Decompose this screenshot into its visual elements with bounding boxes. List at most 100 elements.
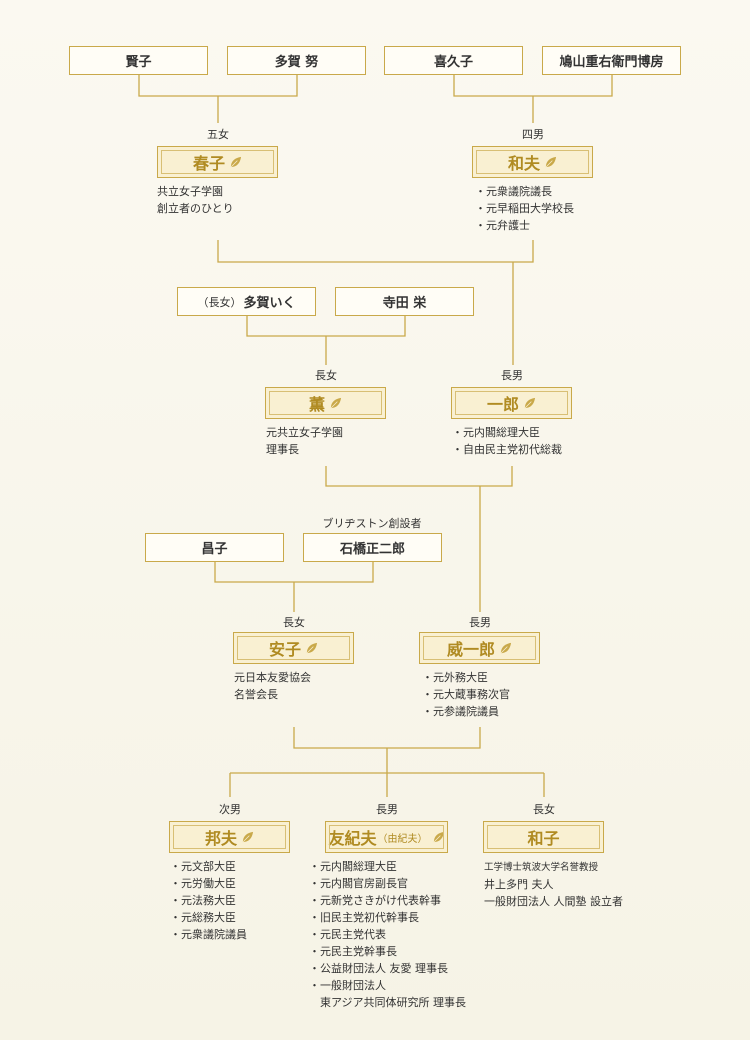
description-line: 井上多門 夫人: [484, 878, 554, 891]
relation-label: 長女: [315, 369, 337, 382]
description-haruko: 共立女子学園 創立者のひとり: [157, 183, 234, 217]
description-yukio: ・元内閣総理大臣 ・元内閣官房副長官 ・元新党さきがけ代表幹事 ・旧民主党初代幹…: [309, 858, 466, 1011]
relation-label: 四男: [522, 128, 544, 141]
description-line: 工学博士筑波大学名誉教授: [484, 862, 599, 873]
name-box-inner-border: [237, 636, 350, 660]
description-line: ・元法務大臣: [170, 894, 236, 907]
name-text: 和子: [527, 829, 560, 848]
relation-label: 長男: [501, 369, 523, 382]
name-box-inner-border: [476, 150, 589, 174]
leaf-icon: [306, 642, 318, 653]
description-iichiro: ・元外務大臣 ・元大蔵事務次官 ・元参議院議員: [422, 669, 510, 720]
description-line: ・元文部大臣: [170, 860, 236, 873]
description-line: ・元民主党代表: [309, 928, 386, 941]
description-line: ・元外務大臣: [422, 671, 488, 684]
connector: [229, 727, 545, 797]
relation-label: 長女: [533, 803, 555, 816]
person-name: 多賀いく: [243, 296, 296, 311]
description-line: ・元衆議院議員: [170, 928, 247, 941]
relation-prefix: （長女）: [197, 295, 242, 309]
name-text: 春子: [192, 154, 225, 173]
name-alias: （由紀夫）: [377, 833, 428, 845]
relation-label: 五女: [207, 128, 229, 141]
description-kunio: ・元文部大臣 ・元労働大臣 ・元法務大臣 ・元総務大臣 ・元衆議院議員: [170, 858, 247, 943]
name-box-yukio: 友紀夫（由紀夫）: [325, 821, 448, 853]
leaf-icon: [500, 642, 512, 653]
person-name: 昌子: [201, 542, 228, 557]
description-kazuo: ・元衆議院議長 ・元早稲田大学校長 ・元弁護士: [475, 183, 574, 234]
connector: [217, 240, 534, 365]
description-line: ・旧民主党初代幹事長: [309, 911, 419, 924]
person-name: 寺田 栄: [382, 296, 427, 311]
description-line: ・元内閣総理大臣: [452, 426, 540, 439]
description-line: 元共立女子学園: [266, 426, 343, 439]
person-box-terada-sakae: 寺田 栄: [335, 287, 474, 316]
connector: [453, 75, 613, 123]
name-box-inner-border: [173, 825, 286, 849]
name-box-inner-border: [161, 150, 274, 174]
description-line: ・元内閣官房副長官: [309, 877, 408, 890]
relation-label: 長男: [376, 803, 398, 816]
name-text: 友紀夫: [328, 829, 377, 848]
description-line: ・元総務大臣: [170, 911, 236, 924]
description-line: ・元衆議院議長: [475, 185, 552, 198]
description-line: 理事長: [266, 443, 299, 456]
description-kaoru: 元共立女子学園 理事長: [266, 424, 343, 458]
name-box-haruko: 春子: [157, 146, 278, 178]
description-line: 東アジア共同体研究所 理事長: [309, 996, 467, 1009]
description-line: ・元内閣総理大臣: [309, 860, 397, 873]
description-ichiro: ・元内閣総理大臣 ・自由民主党初代総裁: [452, 424, 562, 458]
name-box-inner-border: [455, 391, 568, 415]
relation-label: 次男: [219, 803, 241, 816]
person-box-ishibashi: 石橋正二郎: [303, 533, 442, 562]
person-box-taga-iku: （長女）多賀いく: [177, 287, 316, 316]
name-box-inner-border: [269, 391, 382, 415]
description-line: ・元労働大臣: [170, 877, 236, 890]
name-box-ichiro: 一郎: [451, 387, 572, 419]
name-box-kaoru: 薫: [265, 387, 386, 419]
person-name: 賢子: [125, 55, 152, 70]
connector: [325, 466, 513, 612]
name-box-kazuko: 和子: [483, 821, 604, 853]
relation-label: 長男: [469, 616, 491, 629]
name-text: 安子: [268, 640, 301, 659]
leaf-icon: [230, 156, 242, 167]
connector: [246, 315, 406, 365]
description-line: ・元早稲田大学校長: [475, 202, 574, 215]
description-line: 共立女子学園: [157, 185, 223, 198]
description-line: ・元弁護士: [475, 219, 530, 232]
name-text: 薫: [308, 395, 325, 414]
description-line: ・元参議院議員: [422, 705, 499, 718]
name-box-iichiro: 威一郎: [419, 632, 540, 664]
leaf-icon: [242, 831, 254, 842]
name-box-kazuo: 和夫: [472, 146, 593, 178]
person-name: 鳩山重右衛門博房: [559, 55, 664, 70]
person-box-kikuko: 喜久子: [384, 46, 523, 75]
person-box-kenko: 賢子: [69, 46, 208, 75]
leaf-icon: [330, 397, 342, 408]
leaf-icon: [433, 831, 444, 842]
leaf-icon: [545, 156, 557, 167]
description-line: ・自由民主党初代総裁: [452, 443, 562, 456]
person-name: 石橋正二郎: [339, 542, 405, 557]
person-name: 喜久子: [433, 55, 473, 70]
person-box-taga-tsutomu: 多賀 努: [227, 46, 366, 75]
name-text: 一郎: [486, 395, 519, 414]
description-line: ・一般財団法人: [309, 979, 386, 992]
bridgestone-note: ブリヂストン創設者: [322, 517, 422, 530]
name-box-inner-border: [423, 636, 536, 660]
name-text: 威一郎: [446, 640, 495, 659]
relation-label: 長女: [283, 616, 305, 629]
person-box-hatoyama-shigeemon: 鳩山重右衛門博房: [542, 46, 681, 75]
name-box-yasuko: 安子: [233, 632, 354, 664]
name-box-kunio: 邦夫: [169, 821, 290, 853]
person-box-masako: 昌子: [145, 533, 284, 562]
name-text: 和夫: [507, 154, 540, 173]
name-text: 邦夫: [204, 829, 237, 848]
connector: [138, 75, 298, 123]
description-kazuko: 工学博士筑波大学名誉教授 井上多門 夫人 一般財団法人 人間塾 設立者: [484, 859, 623, 910]
description-line: ・元新党さきがけ代表幹事: [309, 894, 441, 907]
description-line: ・元大蔵事務次官: [422, 688, 510, 701]
description-line: 創立者のひとり: [157, 202, 234, 215]
